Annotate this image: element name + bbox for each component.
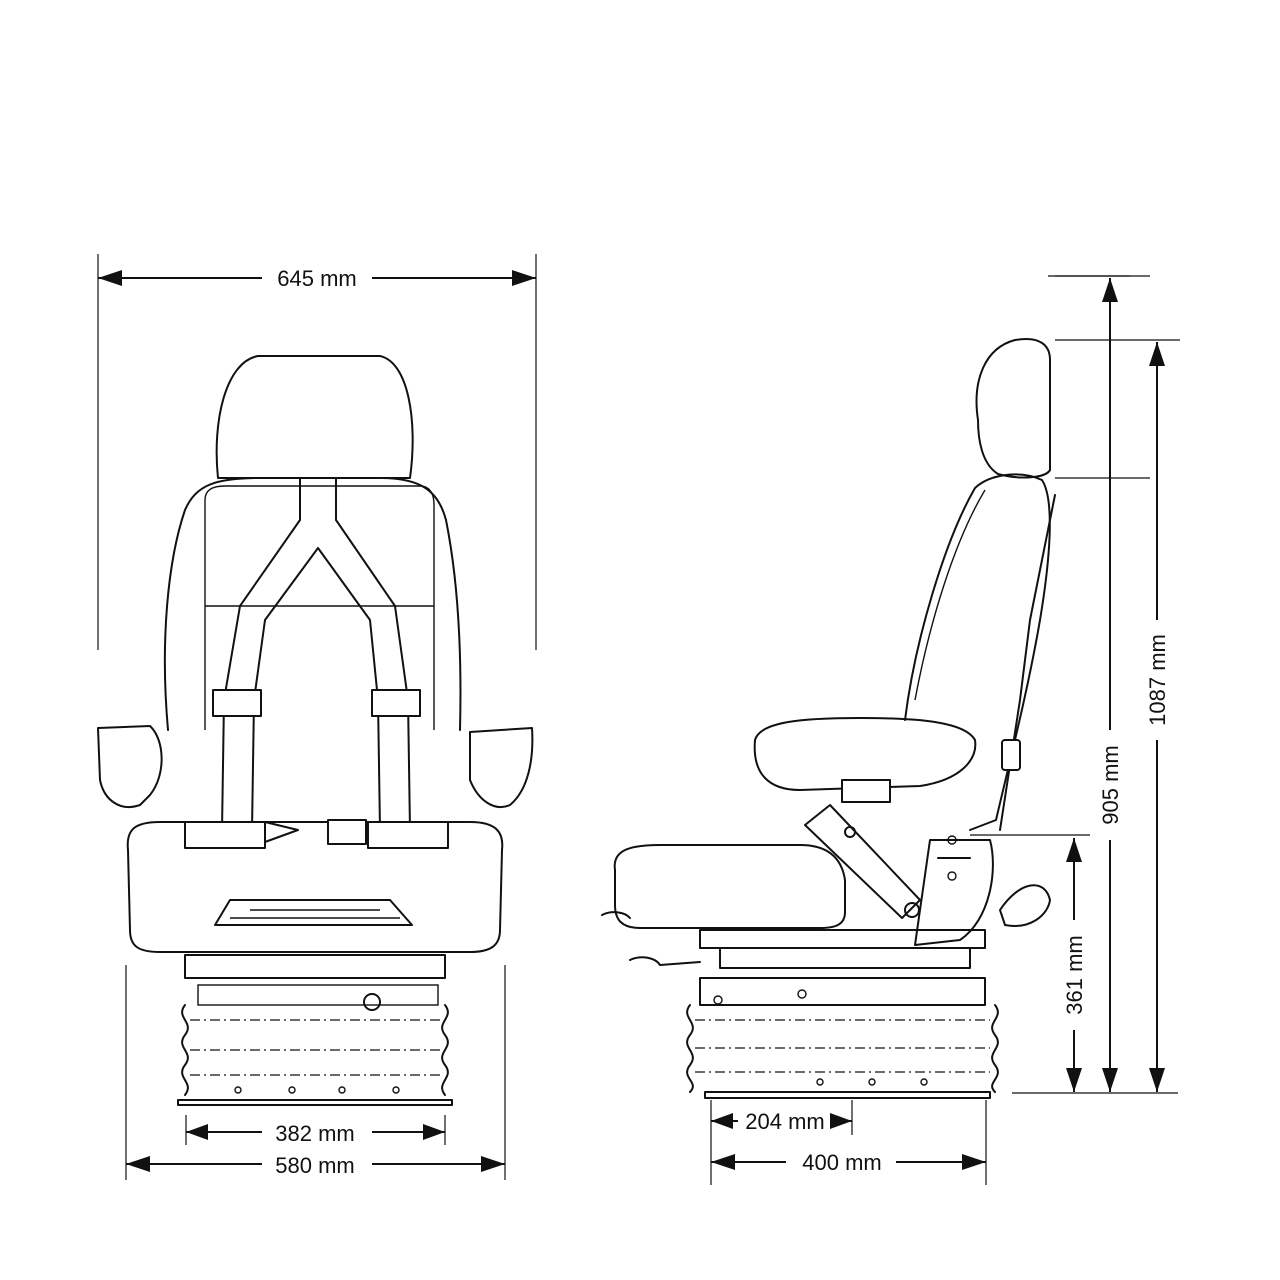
front-dim-382: 382 mm <box>185 1115 446 1146</box>
side-dim-400: 400 mm <box>711 1100 987 1185</box>
front-armrest-right <box>469 727 534 808</box>
front-dim-645: 645 mm <box>97 254 537 650</box>
front-view-seat <box>97 355 534 1106</box>
side-view-seat <box>601 338 1056 1099</box>
side-backrest <box>904 473 1051 831</box>
front-cushion <box>126 821 504 953</box>
side-headrest <box>975 338 1051 479</box>
dim-label-400: 400 mm <box>802 1150 881 1175</box>
dim-label-645: 645 mm <box>277 266 356 291</box>
dim-label-382: 382 mm <box>275 1121 354 1146</box>
dim-label-1087: 1087 mm <box>1145 634 1170 726</box>
dim-label-580: 580 mm <box>275 1153 354 1178</box>
dim-label-204: 204 mm <box>745 1109 824 1134</box>
front-suspension <box>177 984 453 1106</box>
side-dim-361: 361 mm <box>970 834 1178 1094</box>
side-dim-905: 905 mm <box>1048 275 1150 1092</box>
front-armrest-left <box>97 725 163 808</box>
side-cushion-lower <box>613 844 846 929</box>
side-suspension <box>686 977 999 1099</box>
side-dim-204: 204 mm <box>710 1100 853 1185</box>
front-headrest <box>215 355 414 479</box>
front-harness <box>221 477 411 831</box>
dim-label-905: 905 mm <box>1098 745 1123 824</box>
dim-label-361: 361 mm <box>1062 935 1087 1014</box>
side-cushion-upper <box>753 717 977 791</box>
front-dim-580: 580 mm <box>125 965 506 1180</box>
side-dim-1087: 1087 mm <box>1055 339 1180 1092</box>
